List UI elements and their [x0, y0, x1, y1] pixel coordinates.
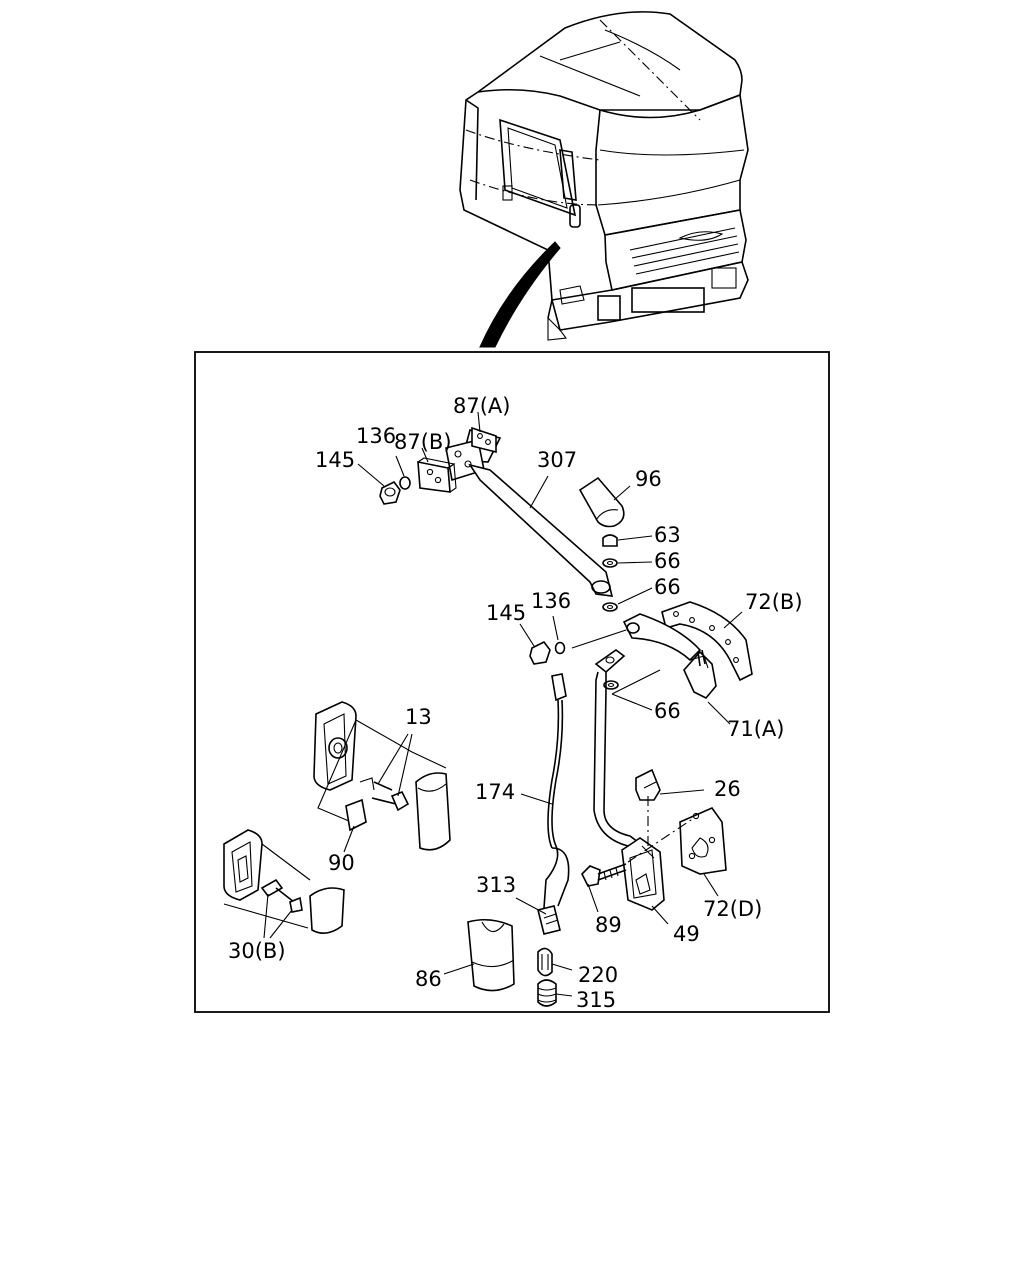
stay-arm-307: [445, 429, 614, 597]
callout-66-c: 66: [654, 699, 681, 723]
callout-307: 307: [537, 448, 577, 472]
harness-174: [543, 673, 570, 909]
callout-174: 174: [475, 780, 515, 804]
lamp-lens-upper: [415, 772, 451, 851]
clip-26: [635, 768, 661, 801]
cover-86: [467, 918, 515, 992]
callout-90: 90: [328, 851, 355, 875]
nut-145-mid: [529, 640, 551, 665]
callout-13: 13: [405, 705, 432, 729]
nut-63: [602, 534, 618, 547]
lamp-bracket-90: [345, 777, 410, 832]
lamp-bracket-lower: [260, 878, 303, 913]
callout-49: 49: [673, 922, 700, 946]
callout-96: 96: [635, 467, 662, 491]
callout-63: 63: [654, 523, 681, 547]
connector-313: [537, 905, 561, 935]
callout-145-mid: 145: [486, 601, 526, 625]
hinge-49: [621, 837, 665, 911]
callout-26: 26: [714, 777, 741, 801]
callout-87a: 87(A): [453, 394, 510, 418]
callout-89: 89: [595, 913, 622, 937]
callout-313: 313: [476, 873, 516, 897]
mount-71a: [622, 613, 717, 699]
nut-145-top: [379, 480, 401, 505]
washer-136-top: [399, 476, 411, 490]
callout-220: 220: [578, 963, 618, 987]
mirror-96: [578, 476, 625, 528]
pipe-rod: [593, 649, 639, 853]
truck-cab-illustration: [459, 11, 749, 348]
plate-87a: [471, 426, 497, 454]
diagram-frame: [194, 351, 830, 1013]
lamp-lens-lower: [309, 887, 345, 934]
bolt-89: [581, 863, 627, 887]
callout-72b: 72(B): [745, 590, 803, 614]
leader-lines: [263, 411, 743, 997]
plate-72d: [679, 807, 727, 875]
washer-66-c: [603, 680, 619, 690]
plate-87b: [417, 457, 457, 493]
callout-136-top: 136: [356, 424, 396, 448]
callout-87b: 87(B): [394, 430, 452, 454]
bracket-72b: [661, 601, 753, 682]
callout-136-mid: 136: [531, 589, 571, 613]
callout-labels: 87(A) 87(B) 136 145 307 96 63 66 66 72(B…: [228, 394, 803, 1012]
grommet-220: [537, 947, 553, 977]
callout-315: 315: [576, 988, 616, 1012]
callout-66-b: 66: [654, 575, 681, 599]
washer-136-mid: [554, 641, 566, 655]
lamp-housing-lower: [223, 829, 311, 929]
callout-72d: 72(D): [703, 897, 762, 921]
callout-86: 86: [415, 967, 442, 991]
lamp-housing-upper: [313, 701, 447, 825]
callout-71a: 71(A): [727, 717, 784, 741]
washer-66-b: [602, 602, 618, 612]
callout-145-top: 145: [315, 448, 355, 472]
callout-30b: 30(B): [228, 939, 286, 963]
grommet-315: [537, 979, 557, 1007]
washer-66-a: [602, 558, 618, 568]
callout-66-a: 66: [654, 549, 681, 573]
